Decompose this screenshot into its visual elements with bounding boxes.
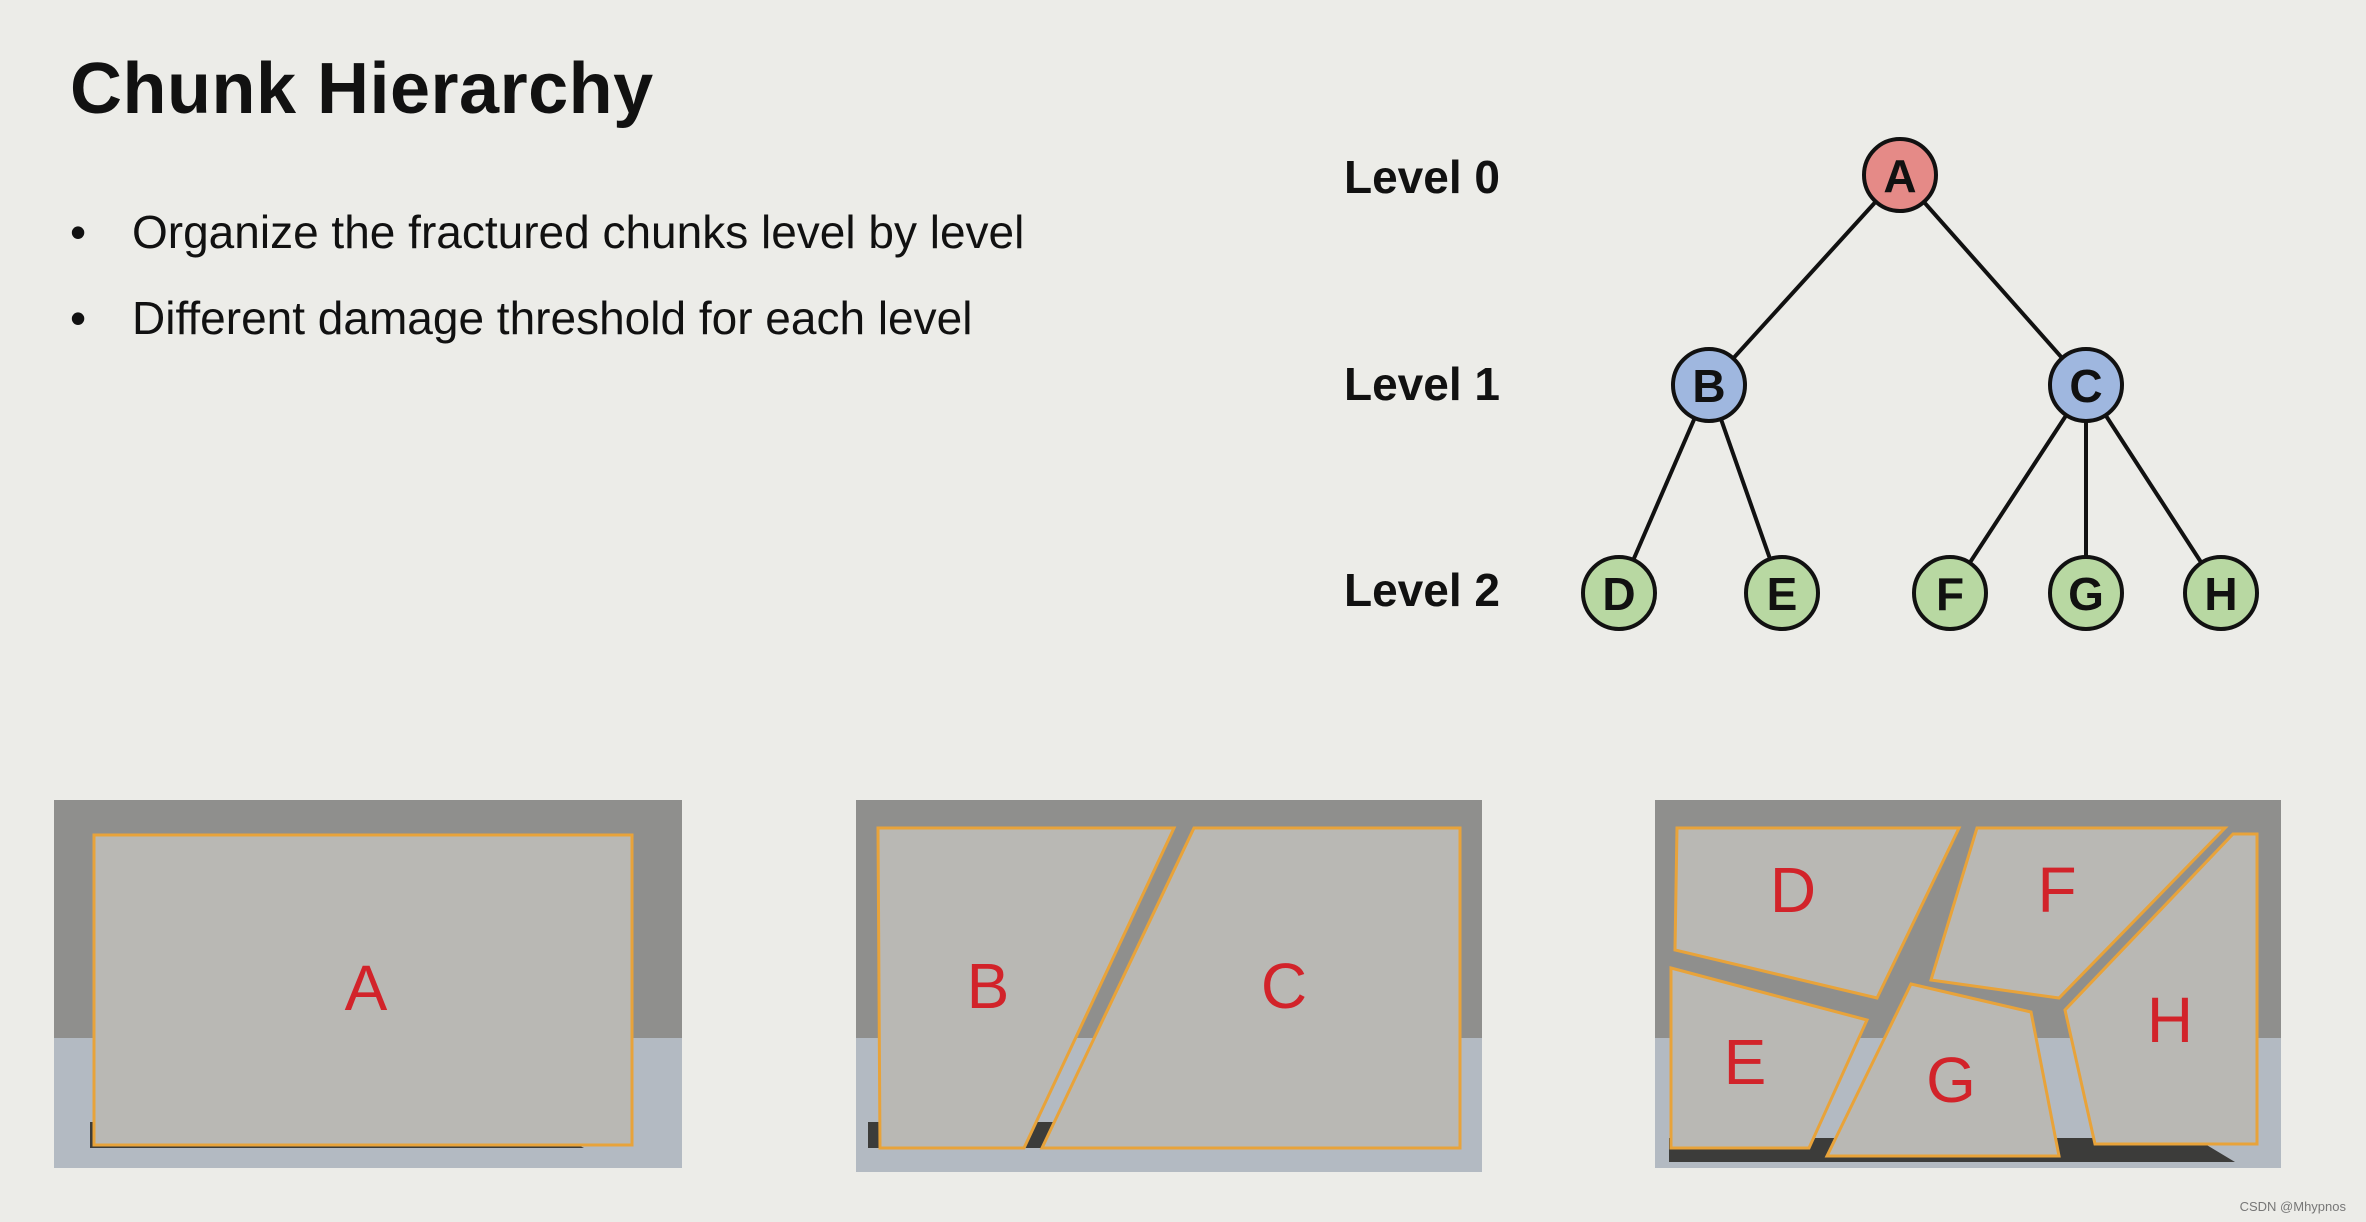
node-letter: F <box>1936 568 1964 620</box>
tree-node-e: E <box>1744 555 1820 631</box>
node-circle <box>1744 555 1820 631</box>
tree-node-h: H <box>2183 555 2259 631</box>
node-letter: D <box>1602 568 1635 620</box>
node-circle <box>1862 137 1938 213</box>
chunk-label-a: A <box>345 952 388 1024</box>
bullet-marker: • <box>70 292 87 344</box>
level-1-label: Level 1 <box>1344 358 1500 410</box>
chunk-h <box>2063 832 2259 1146</box>
node-letter: C <box>2069 360 2102 412</box>
chunk-f <box>1929 826 2229 1000</box>
fracture-panel-level-1: B C <box>856 800 1482 1172</box>
level-0-label: Level 0 <box>1344 151 1500 203</box>
tree-node-b: B <box>1671 347 1747 423</box>
slide-title: Chunk Hierarchy <box>70 49 654 129</box>
chunk-label-b: B <box>967 950 1010 1022</box>
chunk-label-g: G <box>1926 1044 1976 1116</box>
edge-c-f <box>1948 383 2088 595</box>
fracture-panel-level-2: D F E G H <box>1655 800 2281 1168</box>
tree-node-a: A <box>1862 137 1938 213</box>
bullet-text: Organize the fractured chunks level by l… <box>132 206 1025 258</box>
tree-node-c: C <box>2048 347 2124 423</box>
chunk-label-e: E <box>1724 1026 1767 1098</box>
node-circle <box>2048 347 2124 423</box>
chunk-c <box>1039 826 1462 1150</box>
tree-node-f: F <box>1912 555 1988 631</box>
fracture-panel-level-0: A <box>54 800 682 1168</box>
tree-node-d: D <box>1581 555 1657 631</box>
node-circle <box>2183 555 2259 631</box>
bullet-marker: • <box>70 206 87 258</box>
edge-a-c <box>1898 173 2088 387</box>
chunk-tree-diagram: A B C D E F G H <box>1581 137 2259 631</box>
node-letter: E <box>1767 568 1798 620</box>
chunk-label-f: F <box>2037 854 2076 926</box>
edge-c-h <box>2084 383 2223 595</box>
bullet-text: Different damage threshold for each leve… <box>132 292 973 344</box>
node-circle <box>2048 555 2124 631</box>
chunk-label-d: D <box>1770 854 1816 926</box>
node-circle <box>1581 555 1657 631</box>
chunk-label-c: C <box>1261 950 1307 1022</box>
chunk-g <box>1824 982 2061 1158</box>
tree-node-g: G <box>2048 555 2124 631</box>
edge-a-b <box>1707 173 1902 387</box>
chunk-e <box>1669 966 1870 1150</box>
chunk-a <box>92 833 634 1147</box>
chunk-label-h: H <box>2147 984 2193 1056</box>
chunk-d <box>1673 826 1962 1000</box>
node-letter: B <box>1692 360 1725 412</box>
node-letter: G <box>2068 568 2104 620</box>
chunk-b <box>876 826 1177 1150</box>
watermark-credit: CSDN @Mhypnos <box>2239 1199 2346 1214</box>
node-letter: A <box>1883 150 1916 202</box>
node-circle <box>1671 347 1747 423</box>
node-circle <box>1912 555 1988 631</box>
level-2-label: Level 2 <box>1344 564 1500 616</box>
node-letter: H <box>2204 568 2237 620</box>
